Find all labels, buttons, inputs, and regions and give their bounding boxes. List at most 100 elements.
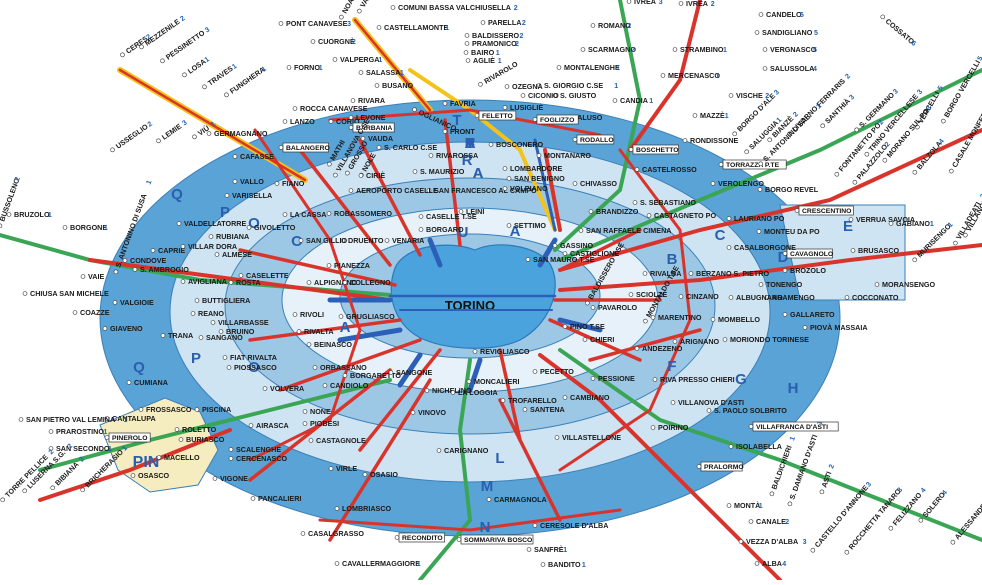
- station-zone-number: 1: [231, 63, 238, 71]
- station-dot: [540, 562, 546, 567]
- station-dot: [412, 169, 418, 174]
- station-dot: [139, 44, 144, 50]
- station-zone-number: 3: [925, 105, 933, 113]
- station-dot: [918, 517, 924, 523]
- station-name: MONTÀ: [734, 501, 760, 510]
- station-chieri: CHIERI: [582, 335, 614, 344]
- rail-line: [558, 348, 982, 542]
- station-zone-number: 3: [803, 539, 807, 546]
- rail-line: [397, 352, 423, 388]
- station-venaria: VENARIA: [384, 236, 424, 245]
- station-dot: [388, 370, 394, 375]
- station-dot: [48, 446, 54, 451]
- station-dot: [478, 82, 483, 87]
- station-dot: [915, 124, 920, 130]
- station-dot: [0, 497, 5, 503]
- station-crescentino: CRESCENTINO: [794, 205, 854, 216]
- station-name: S. GIUSTO: [560, 91, 597, 100]
- station-dot: [150, 248, 156, 253]
- station-name: PISCINA: [202, 405, 231, 414]
- station-vauda: VAUDA: [360, 134, 393, 143]
- station-valdellatorre: VALDELLATORRE: [176, 219, 246, 228]
- station-name: VEZZA D'ALBA: [746, 537, 798, 546]
- station-name: CANALE: [756, 517, 786, 526]
- station-vaie: VAIE: [80, 272, 104, 281]
- zone-letter-q: Q: [171, 186, 183, 203]
- station-bosconero: BOSCONERO: [488, 140, 544, 149]
- station-dot: [450, 390, 456, 395]
- station-name: LEVONE: [356, 113, 386, 122]
- station-dot: [246, 225, 252, 230]
- station-dot: [292, 106, 298, 111]
- station-dot: [480, 20, 486, 25]
- zone-letter-p: P: [220, 204, 230, 221]
- station-name: VALLO: [240, 177, 264, 186]
- station-dot: [754, 561, 760, 566]
- zone-letter-h: H: [788, 380, 799, 397]
- station-dot: [758, 12, 764, 17]
- station-dot: [306, 280, 312, 285]
- station-rubiana: RUBIANA: [208, 232, 249, 241]
- station-san-gillio: SAN GILLIO: [298, 236, 348, 245]
- station-robassomero: ROBASSOMERO: [326, 209, 392, 218]
- station-dot: [104, 435, 110, 440]
- station-dot: [670, 400, 676, 405]
- station-dot: [232, 154, 238, 159]
- station-s-sebastiano: S. SEBASTIANO: [632, 198, 696, 207]
- station-dot: [442, 101, 448, 106]
- station-dot: [536, 83, 542, 88]
- station-name: VAIE: [88, 272, 104, 281]
- station-dot: [787, 131, 792, 137]
- station-zone-number: 1: [816, 420, 824, 426]
- station-germagnano: GERMAGNANO: [206, 129, 268, 138]
- station-piova-massaia: PIOVÀ MASSAIA: [802, 323, 868, 332]
- rail-line: [88, 258, 392, 302]
- station-dot: [412, 107, 417, 112]
- station-dot: [348, 125, 354, 130]
- station-name: BORGARO: [426, 225, 464, 234]
- station-dot: [590, 376, 596, 381]
- station-dot: [376, 145, 382, 150]
- station-name: FELETTO: [482, 113, 513, 120]
- zone-letter-f: F: [667, 358, 676, 375]
- station-verrua-savoia: VERRUA SAVOIA: [848, 215, 915, 224]
- station-zone-number: 1: [319, 65, 323, 72]
- station-dot: [322, 383, 328, 388]
- station-name: GASSINO: [560, 241, 594, 250]
- zone-letter-m: M: [481, 478, 494, 495]
- station-dot: [6, 212, 12, 217]
- rail-line: [588, 328, 702, 362]
- station-monteu-da-po: MONTEU DA PO: [756, 227, 820, 236]
- station-name: CARIGNANO: [444, 446, 489, 455]
- station-dot: [506, 176, 512, 181]
- station-dot: [502, 105, 508, 110]
- station-orbassano: ORBASSANO: [312, 363, 367, 372]
- station-dot: [22, 488, 27, 494]
- station-scalenghe: SCALENGHE: [228, 445, 281, 454]
- station-zone-number: 1: [723, 47, 727, 54]
- rail-line: [248, 128, 362, 462]
- station-settimo: SETTIMO: [506, 221, 546, 230]
- station-name: CHIERI: [590, 335, 614, 344]
- station-lombriasco: LOMBRIASCO: [334, 504, 392, 513]
- station-casalborgone: CASALBORGONE: [726, 243, 796, 252]
- station-dot: [326, 263, 332, 268]
- station-rivalta: RIVALTA: [296, 327, 334, 336]
- station-name: AGLIÈ: [473, 56, 495, 65]
- station-cumiana: CUMIANA: [126, 378, 168, 387]
- station-zone-number: 4: [938, 138, 946, 146]
- station-piscina: PISCINA: [194, 405, 231, 414]
- station-dot: [562, 324, 568, 329]
- station-name: VALDELLATORRE: [184, 219, 246, 228]
